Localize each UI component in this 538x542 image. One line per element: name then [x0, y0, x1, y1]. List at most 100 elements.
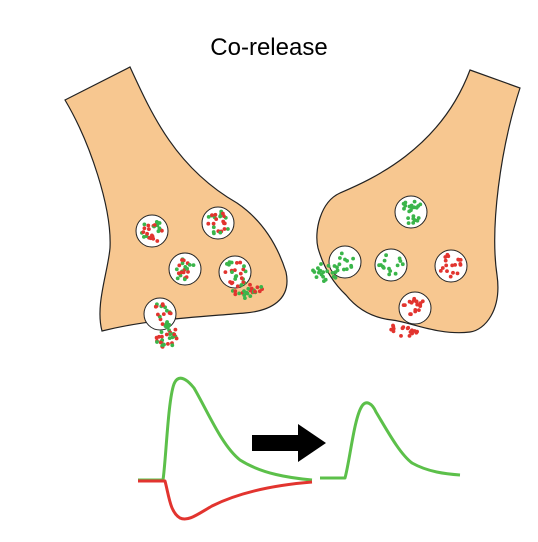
released-dot — [235, 284, 240, 289]
transmitter-dot — [233, 268, 237, 272]
transmitter-dot — [228, 280, 233, 284]
released-dot — [249, 286, 254, 291]
transmitter-dot — [160, 302, 165, 307]
transmitter-dot — [156, 312, 160, 317]
transmitter-dot — [239, 276, 244, 281]
released-dot — [323, 277, 328, 282]
transmitter-dot — [152, 223, 157, 227]
released-dot — [160, 343, 165, 348]
released-dot — [401, 325, 406, 329]
transmitter-dot — [230, 270, 234, 274]
transmitter-dot — [448, 274, 453, 279]
transmitter-dot — [241, 267, 246, 272]
transmitter-dot — [156, 229, 161, 234]
released-dot — [237, 291, 242, 296]
transmitter-dot — [182, 277, 187, 282]
released-dot — [259, 285, 264, 289]
transmitter-dot — [174, 267, 179, 272]
transmitter-dot — [222, 227, 227, 231]
transmitter-dot — [401, 303, 406, 307]
released-dot — [330, 270, 335, 275]
transmitter-dot — [414, 205, 419, 210]
transmitter-dot — [458, 258, 463, 262]
released-dot — [333, 270, 338, 274]
released-dot — [164, 332, 169, 337]
transmitter-dot — [438, 269, 443, 273]
transmitter-dot — [179, 270, 184, 275]
transmitter-dot — [412, 199, 417, 204]
transmitter-dot — [142, 226, 147, 231]
transmitter-dot — [238, 271, 243, 276]
transmitter-dot — [384, 253, 388, 258]
transmitter-dot — [415, 302, 420, 307]
transmitter-dot — [146, 223, 151, 228]
transmitter-dot — [153, 304, 158, 309]
transmitter-dot — [406, 221, 411, 226]
transmitter-dot — [342, 267, 346, 272]
transmitter-dot — [407, 204, 412, 209]
transmitter-dot — [142, 222, 147, 227]
transmitter-dot — [238, 260, 243, 265]
transmitter-dot — [337, 262, 342, 267]
transmitter-dot — [407, 299, 412, 304]
transmitter-dot — [445, 252, 450, 257]
transmitter-dot — [218, 214, 223, 219]
released-dot — [167, 336, 172, 340]
transmitter-dot — [345, 259, 349, 263]
released-dot — [246, 286, 251, 291]
transmitter-dot — [214, 217, 219, 222]
released-dot — [242, 293, 247, 297]
transmitter-dot — [177, 263, 182, 268]
released-dot — [172, 332, 177, 337]
transmitter-dot — [155, 239, 160, 243]
released-dot — [168, 332, 173, 336]
transmitter-dot — [151, 236, 156, 241]
released-dot — [165, 325, 170, 330]
released-dot — [412, 329, 417, 333]
transmitter-dot — [395, 263, 400, 268]
transmitter-dot — [412, 296, 417, 301]
released-dot — [155, 340, 159, 344]
released-dot — [170, 343, 175, 348]
released-dot — [331, 274, 336, 279]
transmitter-dot — [157, 226, 162, 231]
transmitter-dot — [393, 271, 398, 276]
transmitter-dot — [218, 230, 223, 235]
transmitter-dot — [161, 312, 166, 316]
transmitter-dot — [223, 270, 228, 274]
transmitter-dot — [411, 216, 416, 221]
transmitter-dot — [451, 270, 455, 275]
released-dot — [253, 289, 257, 294]
left-green-trace — [138, 376, 313, 482]
transmitter-dot — [444, 263, 449, 268]
transmitter-dot — [382, 258, 387, 263]
transmitter-dot — [413, 308, 418, 312]
transmitter-dot — [417, 308, 421, 312]
vesicle-right-5 — [398, 291, 432, 325]
transmitter-dot — [211, 230, 216, 234]
released-dot — [257, 289, 262, 294]
released-dot — [312, 270, 317, 274]
transmitter-dot — [458, 263, 463, 267]
released-dot — [239, 283, 244, 287]
released-dot — [174, 336, 179, 341]
transmitter-dot — [455, 271, 460, 276]
right-green-trace — [320, 401, 461, 480]
released-dot — [160, 334, 164, 339]
transmitter-dot — [339, 251, 344, 256]
released-dot — [321, 274, 325, 279]
released-dot — [166, 342, 170, 346]
released-dot — [158, 340, 163, 345]
released-dot — [407, 334, 412, 338]
released-dot — [244, 290, 249, 295]
released-dot — [159, 330, 164, 334]
transmitter-dot — [377, 263, 381, 268]
transmitter-dot — [397, 256, 402, 261]
released-dot — [332, 264, 337, 268]
transmitter-dot — [381, 264, 385, 269]
released-dot — [233, 292, 238, 297]
transmitter-dot — [408, 312, 412, 316]
released-dot — [248, 282, 252, 287]
released-dot — [316, 266, 320, 270]
